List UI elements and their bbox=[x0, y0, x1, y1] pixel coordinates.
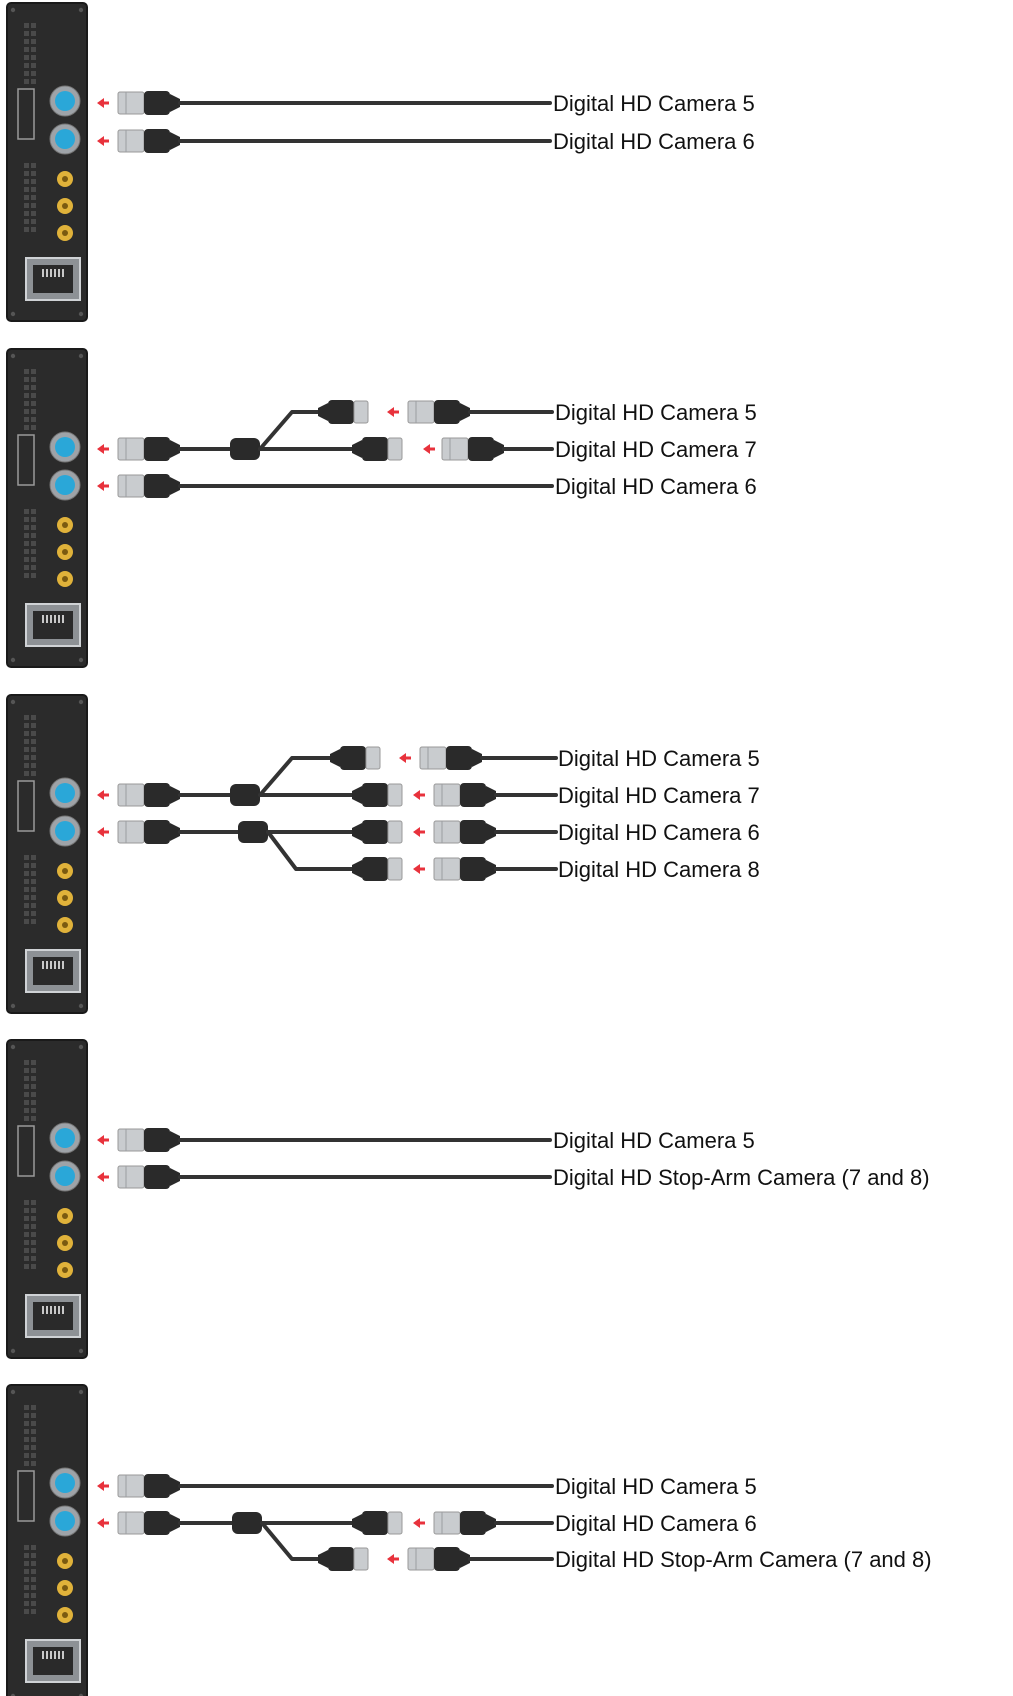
camera-label: Digital HD Camera 7 bbox=[555, 437, 757, 462]
left-arrow-icon bbox=[413, 790, 425, 800]
bnc-connector-icon bbox=[117, 1511, 180, 1535]
camera-label: Digital HD Camera 5 bbox=[558, 746, 760, 771]
bnc-connector-icon bbox=[117, 129, 180, 153]
left-arrow-icon bbox=[387, 407, 399, 417]
camera-label: Digital HD Camera 5 bbox=[553, 91, 755, 116]
camera-label: Digital HD Camera 5 bbox=[555, 1474, 757, 1499]
camera-label: Digital HD Camera 7 bbox=[558, 783, 760, 808]
camera-label: Digital HD Camera 6 bbox=[558, 820, 760, 845]
dvr-rear-panel-icon bbox=[6, 1384, 88, 1696]
left-arrow-icon bbox=[97, 98, 109, 108]
bnc-connector-icon bbox=[117, 474, 180, 498]
dvr-rear-panel-icon bbox=[6, 348, 88, 668]
bnc-connector-icon bbox=[352, 857, 403, 881]
left-arrow-icon bbox=[413, 864, 425, 874]
diagram-1: Digital HD Camera 5 Digital HD Camera 6 bbox=[6, 2, 755, 322]
bnc-connector-icon bbox=[352, 1511, 403, 1535]
y-splitter-icon bbox=[230, 784, 260, 806]
bnc-connector-icon bbox=[117, 1474, 180, 1498]
camera-label: Digital HD Camera 5 bbox=[553, 1128, 755, 1153]
left-arrow-icon bbox=[399, 753, 411, 763]
bnc-connector-icon bbox=[352, 783, 403, 807]
left-arrow-icon bbox=[97, 444, 109, 454]
bnc-connector-icon bbox=[117, 437, 180, 461]
bnc-connector-icon bbox=[433, 783, 496, 807]
left-arrow-icon bbox=[97, 1135, 109, 1145]
bnc-connector-icon bbox=[433, 857, 496, 881]
camera-label: Digital HD Camera 8 bbox=[558, 857, 760, 882]
left-arrow-icon bbox=[387, 1554, 399, 1564]
left-arrow-icon bbox=[423, 444, 435, 454]
left-arrow-icon bbox=[97, 136, 109, 146]
bnc-connector-icon bbox=[419, 746, 482, 770]
y-splitter-icon bbox=[238, 821, 268, 843]
bnc-connector-icon bbox=[318, 1547, 369, 1571]
left-arrow-icon bbox=[97, 790, 109, 800]
camera-label: Digital HD Camera 6 bbox=[553, 129, 755, 154]
bnc-connector-icon bbox=[117, 783, 180, 807]
bnc-connector-icon bbox=[352, 437, 403, 461]
bnc-connector-icon bbox=[433, 820, 496, 844]
dvr-rear-panel-icon bbox=[6, 694, 88, 1014]
diagram-3: Digital HD Camera 5 Digital HD Camera 7 Di… bbox=[6, 694, 760, 1014]
camera-label: Digital HD Camera 6 bbox=[555, 1511, 757, 1536]
left-arrow-icon bbox=[97, 827, 109, 837]
bnc-connector-icon bbox=[433, 1511, 496, 1535]
left-arrow-icon bbox=[97, 1518, 109, 1528]
diagram-2: Digital HD Camera 5 Digital HD Camera 7 Di… bbox=[6, 348, 757, 668]
bnc-connector-icon bbox=[117, 1128, 180, 1152]
left-arrow-icon bbox=[97, 1481, 109, 1491]
camera-label: Digital HD Camera 5 bbox=[555, 400, 757, 425]
bnc-connector-icon bbox=[117, 91, 180, 115]
left-arrow-icon bbox=[97, 481, 109, 491]
dvr-rear-panel-icon bbox=[6, 2, 88, 322]
bnc-connector-icon bbox=[441, 437, 504, 461]
left-arrow-icon bbox=[97, 1172, 109, 1182]
camera-label: Digital HD Stop-Arm Camera (7 and 8) bbox=[553, 1165, 930, 1190]
left-arrow-icon bbox=[413, 1518, 425, 1528]
y-splitter-icon bbox=[230, 438, 260, 460]
diagram-5: Digital HD Camera 5 Digital HD Camera 6 Di… bbox=[6, 1384, 932, 1696]
bnc-connector-icon bbox=[117, 820, 180, 844]
y-splitter-icon bbox=[232, 1512, 262, 1534]
bnc-connector-icon bbox=[330, 746, 381, 770]
bnc-connector-icon bbox=[407, 400, 470, 424]
bnc-connector-icon bbox=[407, 1547, 470, 1571]
bnc-connector-icon bbox=[352, 820, 403, 844]
camera-label: Digital HD Stop-Arm Camera (7 and 8) bbox=[555, 1547, 932, 1572]
dvr-rear-panel-icon bbox=[6, 1039, 88, 1359]
bnc-connector-icon bbox=[117, 1165, 180, 1189]
camera-label: Digital HD Camera 6 bbox=[555, 474, 757, 499]
left-arrow-icon bbox=[413, 827, 425, 837]
bnc-connector-icon bbox=[318, 400, 369, 424]
diagram-4: Digital HD Camera 5 Digital HD Stop-Arm C… bbox=[6, 1039, 930, 1359]
